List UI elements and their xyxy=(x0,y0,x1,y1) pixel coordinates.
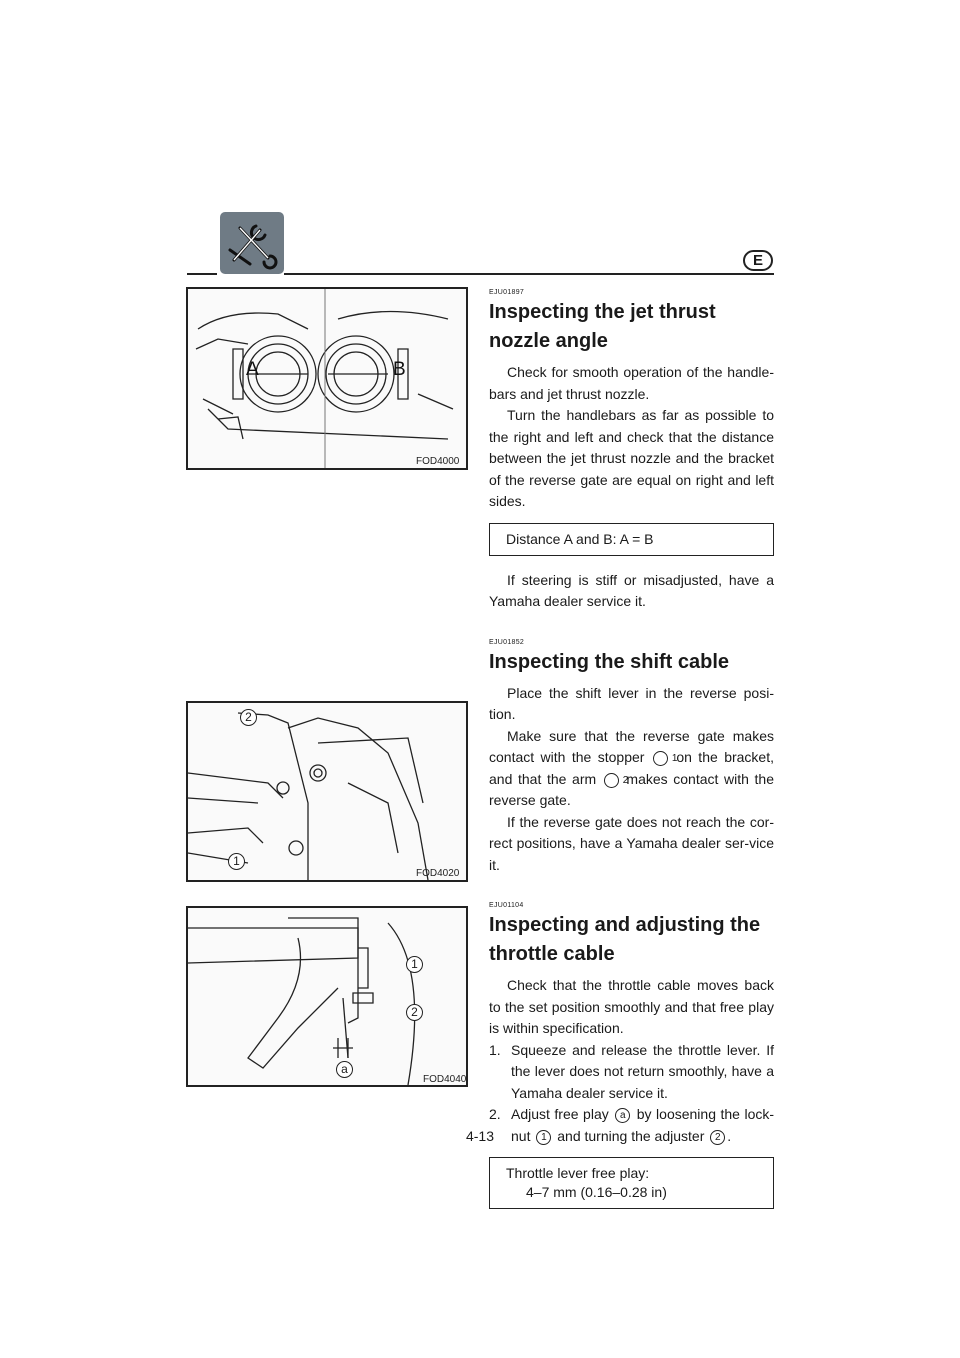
callout-2: 2 xyxy=(240,709,257,726)
text-run: Adjust free play xyxy=(511,1106,609,1122)
paragraph: Make sure that the reverse gate makes co… xyxy=(489,726,774,812)
callout-a: a xyxy=(615,1108,631,1123)
section-throttle: EJU01104 Inspecting and adjusting the th… xyxy=(489,902,774,1209)
callout-1: 1 xyxy=(406,956,423,973)
paragraph: Place the shift lever in the reverse pos… xyxy=(489,684,774,723)
paragraph: Turn the handlebars as far as possible t… xyxy=(489,407,774,509)
section-shift: EJU01852 Inspecting the shift cable Plac… xyxy=(489,639,774,877)
paragraph: If the reverse gate does not reach the c… xyxy=(489,813,774,873)
text-run: makes contact with the reverse gate. xyxy=(489,770,775,809)
section-title: Inspecting the shift cable xyxy=(489,650,730,673)
callout-1: 1 xyxy=(536,1129,552,1145)
text-run: . xyxy=(727,1127,732,1144)
page-number: 4-13 xyxy=(465,1128,495,1144)
callout-a: a xyxy=(336,1061,353,1078)
text-column: EJU01897 Inspecting the jet thrust nozzl… xyxy=(489,289,774,1223)
spec-label: Throttle lever free play: xyxy=(506,1165,650,1181)
figure-code: FOD4040 xyxy=(423,1074,467,1085)
list-item: 1. Squeeze and release the throttle leve… xyxy=(489,1040,774,1105)
step-text: Squeeze and release the throttle lever. … xyxy=(511,1041,774,1101)
figure-shift-cable: 2 1 FOD4020 xyxy=(186,701,468,882)
tools-icon xyxy=(220,212,284,274)
steps-list: 1. Squeeze and release the throttle leve… xyxy=(489,1040,774,1148)
section-code: EJU01897 xyxy=(489,289,525,296)
paragraph: Check that the throttle cable moves back… xyxy=(489,977,774,1036)
language-badge: E xyxy=(743,250,773,271)
section-code: EJU01104 xyxy=(489,902,524,909)
text-run: on the bracket, and that the arm xyxy=(489,749,774,787)
text-run: by loosening the lock-nut xyxy=(511,1106,775,1144)
step-number: 1. xyxy=(489,1041,501,1058)
spec-box: Throttle lever free play: 4–7 mm (0.16–0… xyxy=(489,1157,774,1209)
header-rule-left xyxy=(187,273,217,275)
header-rule-right xyxy=(284,273,774,275)
section-code: EJU01852 xyxy=(489,638,525,646)
step-number: 2. xyxy=(489,1106,501,1122)
paragraph: Check for smooth operation of the handle… xyxy=(489,364,774,402)
callout-2: 2 xyxy=(406,1004,423,1021)
figure-code: FOD4000 xyxy=(416,456,460,467)
section-title: Inspecting the jet thrust nozzle angle xyxy=(489,301,716,352)
figure-throttle-cable: 1 2 a FOD4040 xyxy=(186,906,468,1087)
callout-1: 1 xyxy=(652,751,677,766)
nozzle-illustration xyxy=(195,289,454,468)
callout-1: 1 xyxy=(228,853,245,870)
figure-code: FOD4020 xyxy=(416,868,460,879)
label-b: B xyxy=(393,359,406,380)
list-item: 2. Adjust free play a by loosening the l… xyxy=(489,1104,774,1147)
paragraph: If steering is stiff or misadjusted, hav… xyxy=(489,571,774,610)
shift-illustration xyxy=(188,712,429,880)
section-title: Inspecting and adjusting the throttle ca… xyxy=(489,914,761,965)
callout-2: 2 xyxy=(603,772,628,788)
figure-nozzle-angle: A B FOD4000 xyxy=(186,287,468,470)
callout-2: 2 xyxy=(710,1129,726,1145)
throttle-illustration xyxy=(188,917,416,1085)
spec-box: Distance A and B: A = B xyxy=(489,522,774,556)
section-nozzle: EJU01897 Inspecting the jet thrust nozzl… xyxy=(489,289,774,613)
text-run: and turning the adjuster xyxy=(557,1127,705,1144)
spec-value: 4–7 mm (0.16–0.28 in) xyxy=(526,1184,667,1200)
label-a: A xyxy=(246,359,259,380)
text-run: Make sure that the reverse gate makes co… xyxy=(489,727,774,766)
